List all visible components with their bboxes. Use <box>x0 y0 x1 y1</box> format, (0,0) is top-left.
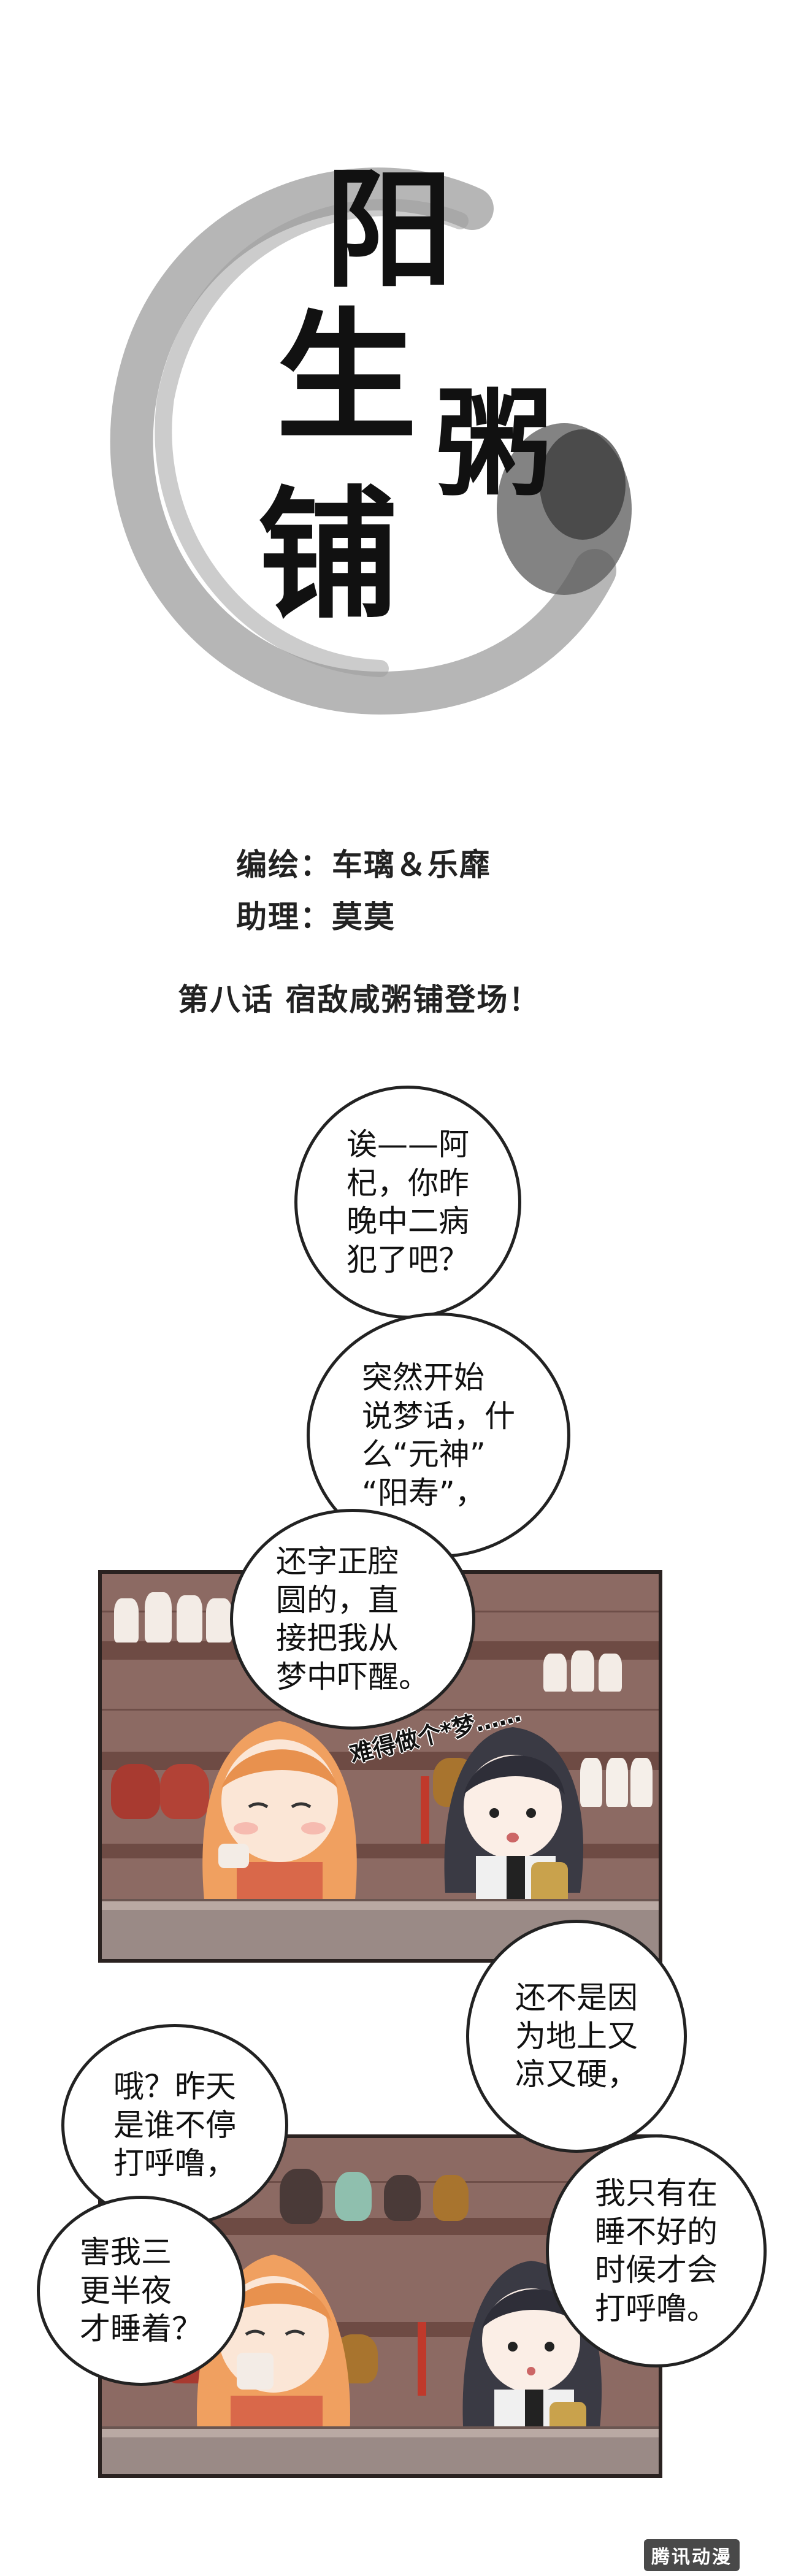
chapter-title: 第八话 宿敌咸粥铺登场！ <box>178 981 541 1018</box>
red-tassel <box>421 1776 429 1844</box>
speech-bubble-1: 诶——阿 杞，你昨 晚中二病 犯了吧？ <box>294 1086 521 1319</box>
title-char-zhou: 粥 <box>435 376 553 513</box>
credit-assistant: 助理：莫莫 <box>236 899 396 935</box>
title-logo: 阳 生 粥 铺 <box>92 141 644 742</box>
bubble-text: 诶——阿 杞，你昨 晚中二病 犯了吧？ <box>347 1127 469 1278</box>
speech-bubble-3: 还字正腔 圆的，直 接把我从 梦中吓醒。 <box>230 1509 475 1730</box>
bubble-text: 突然开始 说梦话，什 么“元神” “阳寿”， <box>362 1360 515 1511</box>
speech-bubble-7: 我只有在 睡不好的 时候才会 打呼噜。 <box>546 2134 767 2367</box>
bubble-text: 还字正腔 圆的，直 接把我从 梦中吓醒。 <box>276 1544 429 1695</box>
bubble-text: 害我三 更半夜 才睡着？ <box>80 2234 202 2347</box>
bubble-text: 我只有在 睡不好的 时候才会 打呼噜。 <box>595 2175 718 2326</box>
speech-bubble-4: 哦？昨天 是谁不停 打呼噜， <box>61 2024 288 2226</box>
red-tassel <box>418 2322 426 2396</box>
watermark: 腾讯动漫 <box>644 2539 740 2571</box>
speech-bubble-6: 还不是因 为地上又 凉又硬， <box>466 1920 687 2153</box>
title-char-sheng: 生 <box>276 294 418 460</box>
ink-circle-brushstroke <box>110 167 632 715</box>
bubble-text: 还不是因 为地上又 凉又硬， <box>515 1980 638 2093</box>
title-char-yang: 阳 <box>325 154 454 305</box>
bubble-text: 哦？昨天 是谁不停 打呼噜， <box>113 2069 236 2182</box>
speech-bubble-5: 害我三 更半夜 才睡着？ <box>37 2196 245 2386</box>
credit-art: 编绘：车璃＆乐靡 <box>236 846 491 883</box>
title-char-pu: 铺 <box>258 472 399 638</box>
orange-haired-girl-illustration <box>202 1721 357 1917</box>
